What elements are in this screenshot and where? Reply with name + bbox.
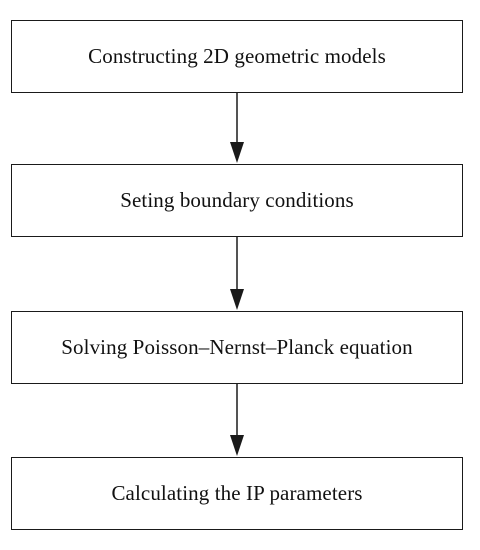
step-label: Calculating the IP parameters	[111, 481, 363, 505]
step-box-construct-models: Constructing 2D geometric models	[11, 20, 463, 93]
step-label: Solving Poisson–Nernst–Planck equation	[61, 335, 413, 359]
arrow-head	[230, 435, 244, 456]
arrow-1-to-2	[230, 93, 244, 163]
arrow-head	[230, 142, 244, 163]
step-label: Seting boundary conditions	[120, 188, 354, 212]
step-box-boundary-conditions: Seting boundary conditions	[11, 164, 463, 237]
step-box-calculate-ip: Calculating the IP parameters	[11, 457, 463, 530]
arrow-head	[230, 289, 244, 310]
step-box-solve-pnp-equation: Solving Poisson–Nernst–Planck equation	[11, 311, 463, 384]
arrow-2-to-3	[230, 237, 244, 310]
arrow-3-to-4	[230, 384, 244, 456]
step-label: Constructing 2D geometric models	[88, 44, 386, 68]
